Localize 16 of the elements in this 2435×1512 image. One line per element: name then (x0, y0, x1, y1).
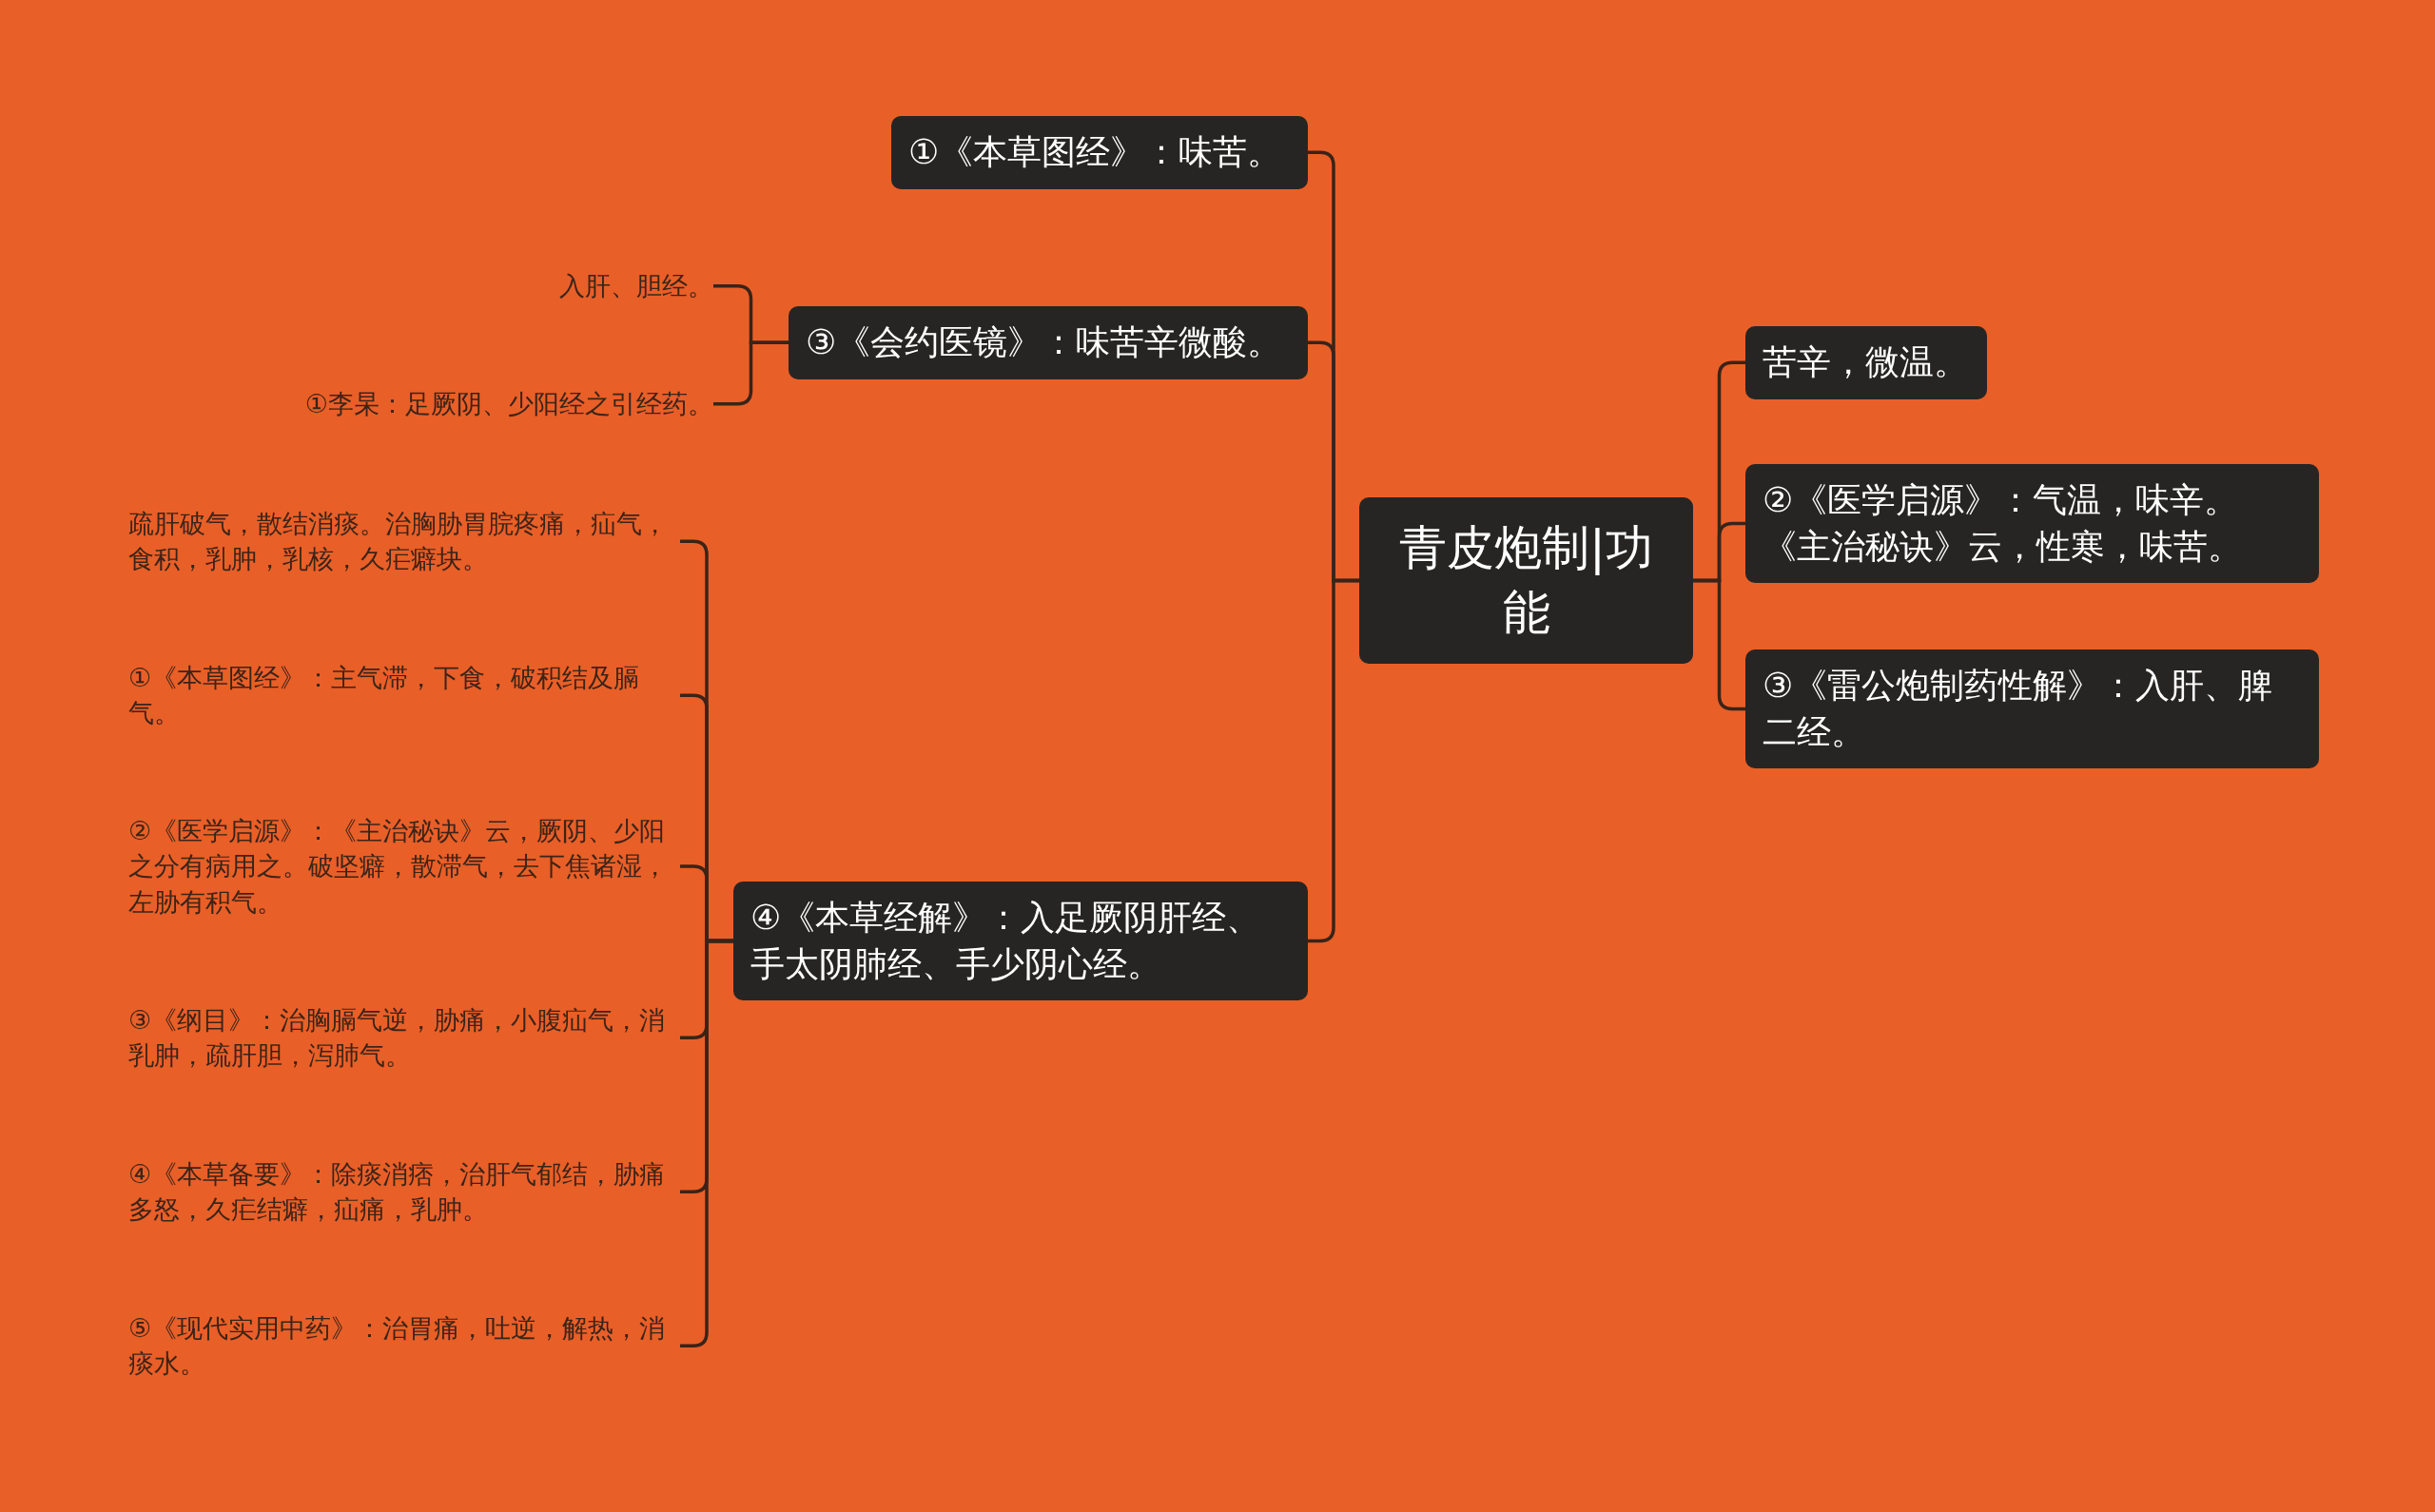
subtopic-text: ①《本草图经》：主气滞，下食，破积结及膈气。 (128, 660, 680, 731)
central-topic-box: 青皮炮制|功能 (1359, 497, 1693, 664)
subtopic-text: ④《本草备要》：除痰消痞，治肝气郁结，胁痛多怒，久疟结癖，疝痛，乳肿。 (128, 1156, 680, 1228)
connector-line (713, 340, 789, 406)
topic-box: ②《医学启源》：气温，味辛。《主治秘诀》云，性寒，味苦。 (1745, 464, 2319, 584)
topic-box: ③《会约医镜》：味苦辛微酸。 (789, 306, 1308, 379)
subtopic-text: ②《医学启源》：《主治秘诀》云，厥阴、少阳之分有病用之。破坚癖，散滞气，去下焦诸湿，左胁有积气。 (128, 813, 680, 920)
topic-box: 苦辛，微温。 (1745, 326, 1987, 399)
subtopic-text: 疏肝破气，散结消痰。治胸胁胃脘疼痛，疝气，食积，乳肿，乳核，久疟癖块。 (128, 506, 680, 577)
subtopic-text: ⑤《现代实用中药》：治胃痛，吐逆，解热，消痰水。 (128, 1310, 680, 1382)
topic-box: ①《本草图经》：味苦。 (891, 116, 1308, 189)
topic-box: ③《雷公炮制药性解》：入肝、脾二经。 (1745, 649, 2319, 769)
subtopic-text: ③《纲目》：治胸膈气逆，胁痛，小腹疝气，消乳肿，疏肝胆，泻肺气。 (128, 1002, 680, 1074)
subtopic-text: 入肝、胆经。 (399, 268, 713, 304)
subtopic-text: ①李杲：足厥阴、少阳经之引经药。 (266, 386, 713, 422)
topic-box: ④《本草经解》：入足厥阴肝经、手太阴肺经、手少阴心经。 (733, 882, 1308, 1001)
